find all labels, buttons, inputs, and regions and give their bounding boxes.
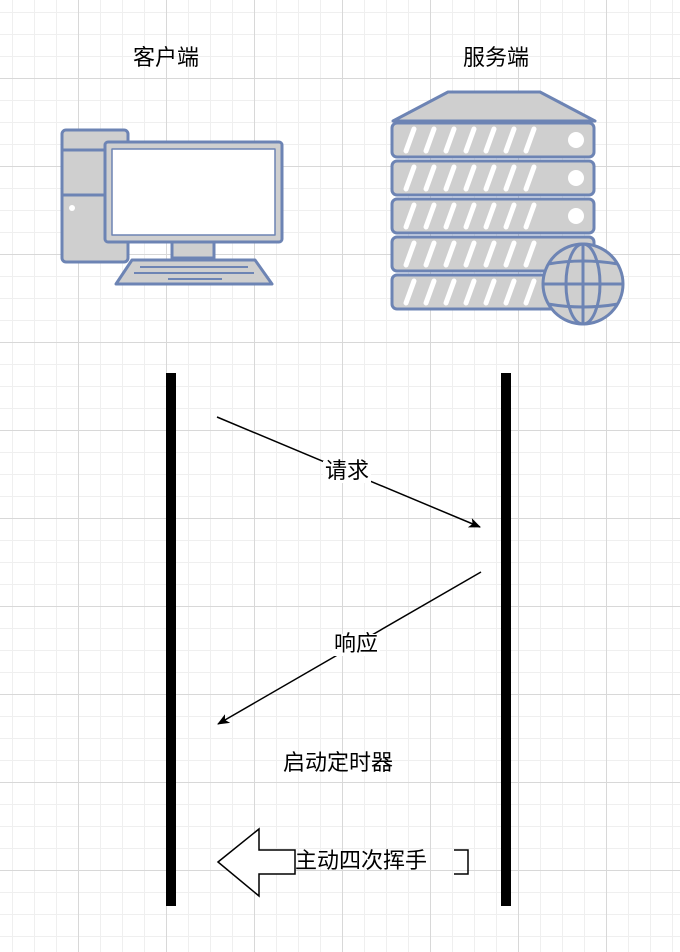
desktop-computer-icon: [60, 128, 284, 286]
server-rack-with-globe-icon: [390, 90, 625, 326]
server-title: 服务端: [463, 46, 530, 71]
four-way-handshake-label: 主动四次挥手: [295, 849, 428, 874]
response-label: 响应: [332, 632, 381, 657]
client-title: 客户端: [133, 46, 200, 71]
four-way-handshake-arrow: [216, 827, 296, 898]
globe-icon: [541, 242, 625, 326]
start-timer-label: 启动定时器: [283, 751, 394, 776]
four-way-handshake-arrow-tail: [454, 849, 469, 875]
client-lifeline: [166, 373, 176, 906]
request-label: 请求: [323, 459, 372, 484]
server-lifeline: [501, 373, 511, 906]
